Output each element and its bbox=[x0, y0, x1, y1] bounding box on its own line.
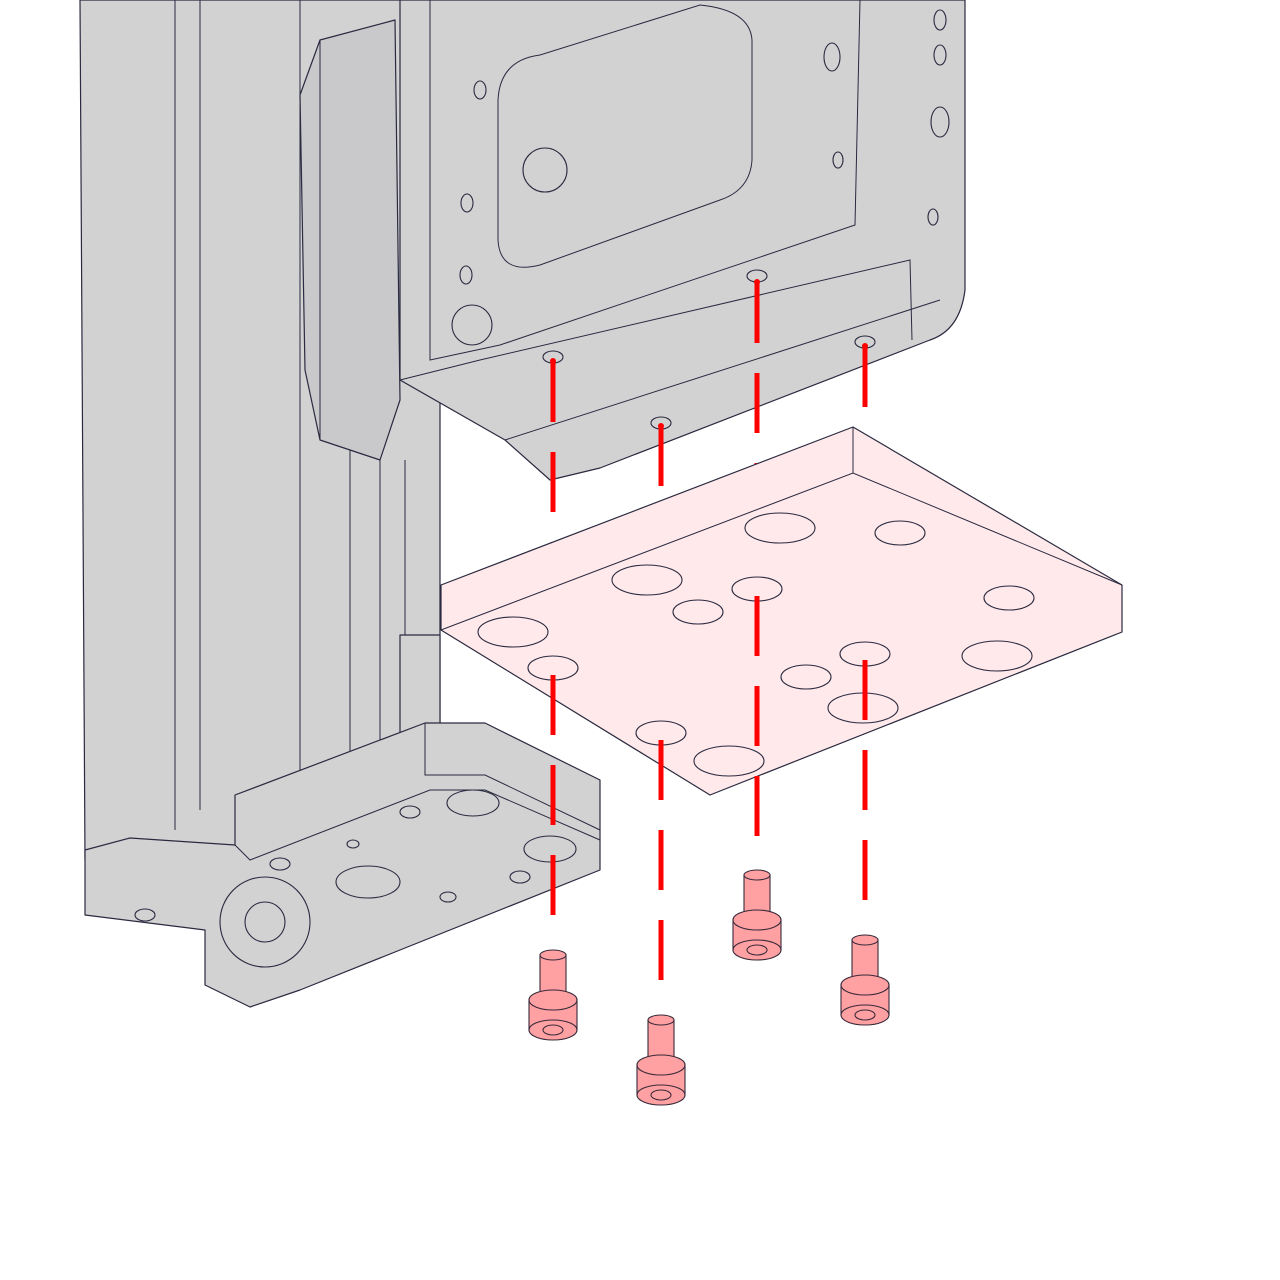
cap-screw-head bbox=[451, 304, 493, 346]
alignment-guides-lower bbox=[550, 596, 868, 1005]
socket-head-screws bbox=[528, 869, 890, 1106]
target-hole-markers bbox=[550, 279, 868, 429]
hex-socket-icon bbox=[542, 1024, 564, 1036]
hex-socket-icon bbox=[854, 1009, 876, 1021]
screw-2 bbox=[636, 1014, 686, 1106]
hex-socket-icon bbox=[244, 901, 286, 943]
hex-socket-icon bbox=[650, 1089, 672, 1101]
cap-screw-head bbox=[522, 147, 568, 193]
alignment-guides bbox=[550, 283, 868, 560]
carriage-housing bbox=[399, 0, 966, 481]
hex-socket-icon bbox=[746, 944, 768, 956]
screw-4 bbox=[840, 934, 890, 1026]
screw-3 bbox=[732, 869, 782, 961]
screw-1 bbox=[528, 949, 578, 1041]
linear-rail-column bbox=[79, 0, 441, 861]
mounting-plate bbox=[440, 426, 1123, 796]
base-bracket bbox=[84, 634, 601, 1008]
